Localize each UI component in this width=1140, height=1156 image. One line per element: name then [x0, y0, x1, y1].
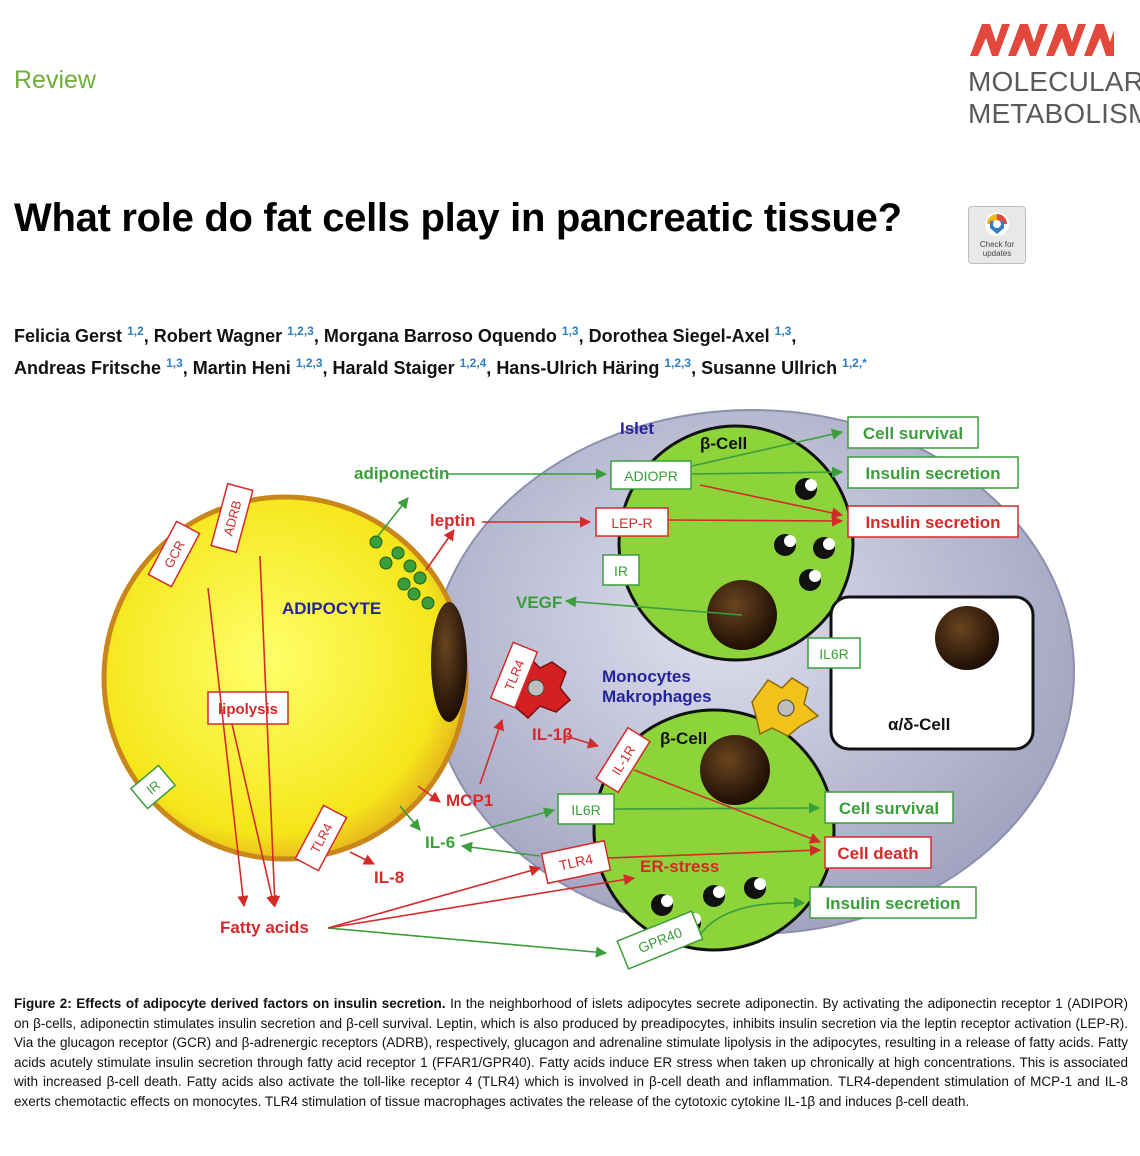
author-affiliation: 1,3 — [774, 324, 792, 338]
figure-caption: Figure 2: Effects of adipocyte derived f… — [14, 994, 1128, 1111]
outcome-cell-survival-top — [847, 416, 979, 449]
adipocyte-label: ADIPOCYTE — [282, 599, 381, 618]
green-arrows — [327, 428, 844, 958]
adipocyte-nucleus — [431, 602, 467, 722]
author-affiliation: 1,2 — [127, 324, 144, 338]
adipocyte-cell — [101, 494, 469, 862]
author-name[interactable]: Robert Wagner — [153, 326, 283, 346]
outcome-cell-death — [824, 836, 932, 869]
outcome-insulin-secretion-green-label: Insulin secretion — [865, 464, 1000, 483]
tlr4-beta-receptor: TLR4 — [540, 839, 612, 885]
author-name[interactable]: Hans-Ulrich Häring — [496, 358, 660, 378]
il8-label: IL-8 — [374, 868, 404, 887]
er-stress-label: ER-stress — [640, 857, 719, 876]
author-list: Felicia Gerst 1,2, Robert Wagner 1,2,3, … — [14, 318, 1124, 382]
beta-cell-top-label: β-Cell — [700, 434, 747, 453]
adrb-receptor: ADRB — [210, 482, 254, 554]
journal-logo — [970, 24, 1114, 56]
beta-cell-bottom-label: β-Cell — [660, 729, 707, 748]
il6r-beta-label: IL6R — [571, 802, 601, 818]
author-affiliation: 1,2,* — [842, 356, 867, 370]
author-affiliation: 1,2,3 — [287, 324, 314, 338]
mcp1-label: MCP1 — [446, 791, 493, 810]
insulin-granules-top — [774, 478, 835, 591]
adiopr-label: ADIOPR — [624, 468, 678, 484]
beta-cell-bottom-nucleus — [700, 735, 770, 805]
caption-label: Figure 2: Effects of adipocyte derived f… — [14, 996, 446, 1011]
lepr-label: LEP-R — [611, 515, 652, 531]
macrophage-yellow-nucleus — [777, 699, 795, 717]
check-updates-icon — [985, 212, 1009, 236]
outcome-cell-death-label: Cell death — [837, 844, 918, 863]
islet-label: Islet — [620, 419, 654, 438]
il6r-beta-receptor — [557, 793, 615, 825]
gcr-receptor: GCR — [147, 520, 201, 588]
outcome-insulin-secretion-red — [847, 505, 1019, 538]
il6r-alpha-label: IL6R — [819, 646, 849, 662]
monocytes-label: Monocytes — [602, 667, 691, 686]
outcome-cell-survival-top-label: Cell survival — [863, 424, 963, 443]
journal-name-line1: MOLECULAR — [968, 66, 1140, 97]
author-affiliation: 1,2,3 — [664, 356, 692, 370]
author-line-1: Felicia Gerst 1,2, Robert Wagner 1,2,3, … — [14, 324, 797, 346]
author-name[interactable]: Susanne Ullrich — [701, 358, 838, 378]
lipolysis-label: lipolysis — [218, 701, 278, 718]
macrophage-red-nucleus — [527, 679, 545, 697]
journal-name: MOLECULAR METABOLISM — [968, 66, 1140, 130]
author-line-2: Andreas Fritsche 1,3, Martin Heni 1,2,3,… — [14, 356, 867, 378]
il1b-label: IL-1β — [532, 725, 573, 744]
outcome-cell-survival-bottom-label: Cell survival — [839, 799, 939, 818]
outcome-cell-survival-bottom — [824, 791, 954, 824]
author-affiliation: 1,3 — [166, 356, 183, 370]
author-name[interactable]: Morgana Barroso Oquendo — [323, 326, 557, 346]
il6r-alpha-receptor — [807, 637, 861, 669]
journal-name-line2: METABOLISM — [968, 98, 1140, 129]
article-title: What role do fat cells play in pancreati… — [14, 196, 902, 240]
leptin-label: leptin — [430, 511, 475, 530]
author-affiliation: 1,2,3 — [295, 356, 323, 370]
tlr4-beta-label: TLR4 — [558, 851, 595, 874]
author-name[interactable]: Felicia Gerst — [14, 326, 123, 346]
author-affiliation: 1,2,4 — [459, 356, 487, 370]
red-arrows — [207, 484, 844, 929]
makrophages-label: Makrophages — [602, 687, 712, 706]
outcome-insulin-secretion-green — [847, 456, 1019, 489]
author-name[interactable]: Martin Heni — [192, 358, 291, 378]
ir-islet-receptor — [602, 554, 640, 586]
author-affiliation: 1,3 — [561, 324, 579, 338]
outcome-insulin-secretion-bottom — [809, 886, 977, 919]
vegf-label: VEGF — [516, 593, 562, 612]
outcome-insulin-secretion-red-label: Insulin secretion — [865, 513, 1000, 532]
section-label: Review — [14, 66, 96, 94]
adiopr-receptor — [610, 460, 692, 490]
check-updates-label: Check for updates — [979, 240, 1015, 258]
ir-adipocyte-receptor: IR — [129, 764, 177, 810]
caption-text: In the neighborhood of islets adipocytes… — [14, 996, 1129, 1109]
logo-mark — [970, 24, 1114, 56]
tlr4-macrophage-receptor: TLR4 — [489, 641, 539, 709]
tlr4-adipocyte-receptor: TLR4 — [294, 804, 348, 872]
il6-label: IL-6 — [425, 833, 455, 852]
alpha-delta-cell-nucleus — [935, 606, 999, 670]
ir-islet-label: IR — [614, 563, 628, 579]
lepr-receptor — [595, 507, 669, 537]
adiponectin-vesicles — [369, 535, 435, 610]
beta-cell-bottom — [592, 708, 836, 952]
outcome-insulin-secretion-bottom-label: Insulin secretion — [825, 894, 960, 913]
check-for-updates-button[interactable]: Check for updates — [968, 206, 1026, 264]
adiponectin-label: adiponectin — [354, 464, 449, 483]
fatty-acids-label: Fatty acids — [220, 918, 309, 937]
author-name[interactable]: Andreas Fritsche — [14, 358, 162, 378]
author-name[interactable]: Harald Staiger — [332, 358, 455, 378]
alpha-delta-cell-label: α/δ-Cell — [888, 715, 950, 734]
author-name[interactable]: Dorothea Siegel-Axel — [588, 326, 770, 346]
figure-diagram: Islet β-Cell β-Cell α/δ-Cell Monocytes M… — [101, 409, 1075, 970]
